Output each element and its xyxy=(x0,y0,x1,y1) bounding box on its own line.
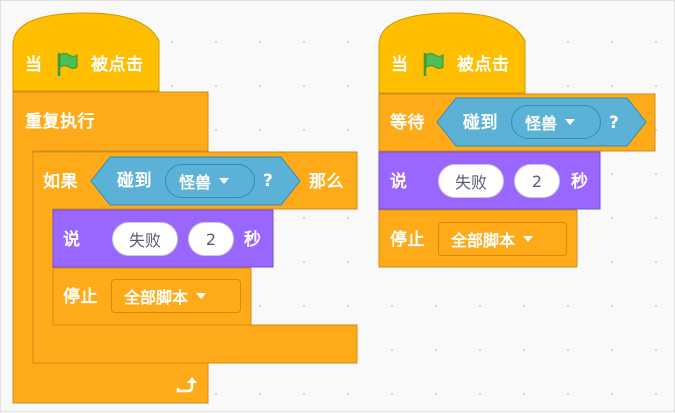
say-seconds-input-2[interactable]: 2 xyxy=(514,164,560,198)
chevron-down-icon xyxy=(196,293,207,299)
touching-target-dropdown-2[interactable]: 怪兽 xyxy=(511,105,601,139)
chevron-down-icon xyxy=(565,119,576,125)
say-label-2: 说 xyxy=(390,172,408,192)
say-seconds-input-1[interactable]: 2 xyxy=(188,222,234,256)
then-label: 那么 xyxy=(309,172,344,192)
touching-label-2: 碰到 xyxy=(463,113,498,133)
loop-arrow-icon xyxy=(176,377,197,393)
stop-option-value-1: 全部脚本 xyxy=(124,288,189,307)
green-flag-icon xyxy=(423,52,444,77)
stop-option-value-2: 全部脚本 xyxy=(451,231,516,250)
say-seconds-unit-2: 秒 xyxy=(571,172,589,192)
hat-when-label-2: 当 xyxy=(391,55,409,75)
if-label: 如果 xyxy=(43,172,78,192)
touching-label-1: 碰到 xyxy=(117,171,152,191)
say-seconds-unit-1: 秒 xyxy=(244,230,262,250)
wait-until-label: 等待 xyxy=(390,113,425,133)
chevron-down-icon xyxy=(523,236,534,242)
touching-question-mark-2: ? xyxy=(609,113,620,133)
stop-option-dropdown-2[interactable]: 全部脚本 xyxy=(438,222,567,256)
touching-target-value-2: 怪兽 xyxy=(525,114,558,133)
say-message-input-2[interactable]: 失败 xyxy=(438,164,504,198)
stop-option-dropdown-1[interactable]: 全部脚本 xyxy=(111,279,241,313)
hat-clicked-label-1: 被点击 xyxy=(91,55,144,75)
forever-label: 重复执行 xyxy=(25,112,95,132)
touching-question-mark-1: ? xyxy=(263,171,274,191)
chevron-down-icon xyxy=(219,178,230,184)
touching-target-value-1: 怪兽 xyxy=(179,173,212,192)
say-label-1: 说 xyxy=(63,230,81,250)
touching-target-dropdown-1[interactable]: 怪兽 xyxy=(165,164,255,198)
green-flag-icon xyxy=(57,52,78,77)
stop-label-1: 停止 xyxy=(63,287,98,307)
say-message-input-1[interactable]: 失败 xyxy=(112,222,178,256)
hat-when-label-1: 当 xyxy=(25,55,43,75)
hat-clicked-label-2: 被点击 xyxy=(457,55,510,75)
stop-label-2: 停止 xyxy=(390,230,425,250)
